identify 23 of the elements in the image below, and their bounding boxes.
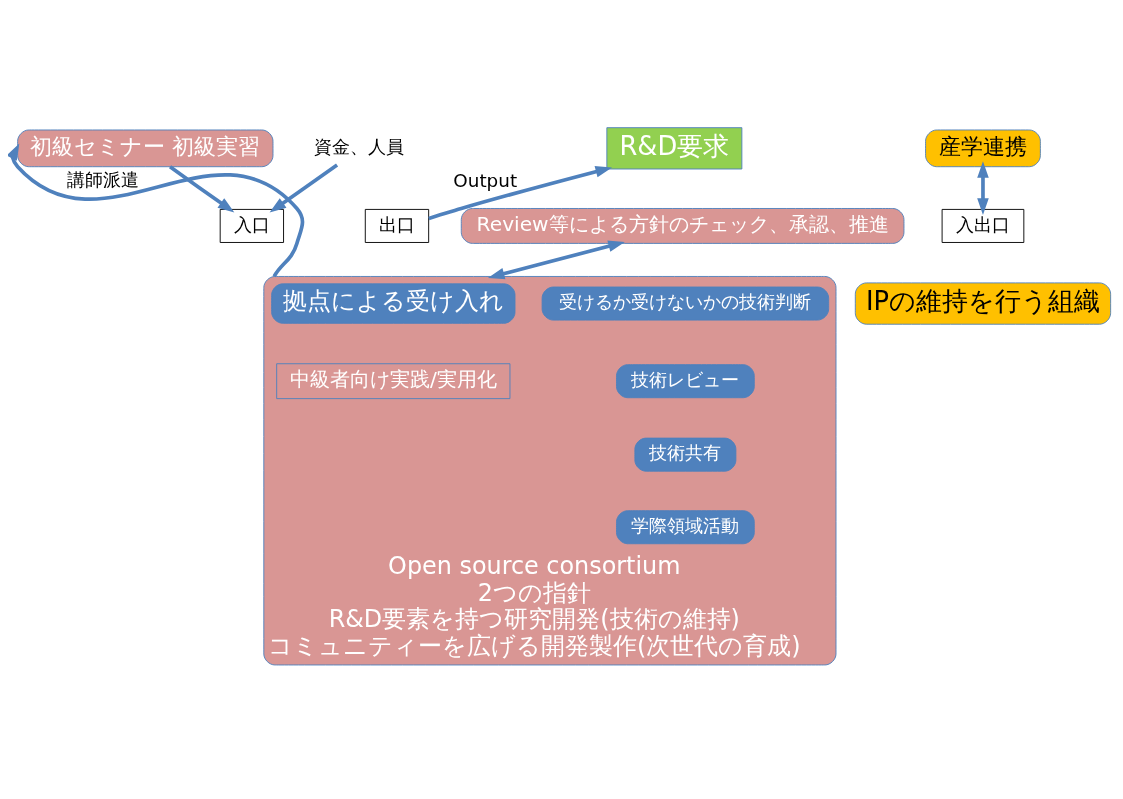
node-box: 出口 [364, 208, 430, 243]
arrow [168, 164, 235, 213]
node-box: 学際領域活動 [616, 509, 755, 544]
node-box: Review等による方針のチェック、承認、推進 [460, 207, 905, 244]
node-box: 技術共有 [634, 437, 737, 472]
arrow [487, 240, 625, 279]
node-text: 資金、人員 [314, 135, 405, 157]
arrow [8, 142, 305, 277]
node-box: 初級セミナー 初級実習 [17, 129, 274, 167]
arrow [977, 160, 989, 215]
node-box: 入出口 [941, 208, 1025, 243]
node-box: 入口 [219, 208, 284, 243]
node-box: 受けるか受けないかの技術判断 [541, 286, 830, 321]
edge-label: Output [453, 169, 518, 191]
arrow [428, 165, 613, 220]
arrow [269, 162, 339, 213]
edge-label: 講師派遣 [66, 168, 139, 190]
node-box: 産学連携 [925, 129, 1041, 167]
node-box: IPの維持を行う組織 [854, 281, 1112, 325]
node-box: R&D要求 [606, 126, 743, 169]
node-box: 中級者向け実践/実用化 [276, 362, 511, 399]
node-box: 技術レビュー [616, 363, 755, 398]
node-box: 拠点による受け入れ [271, 282, 516, 324]
